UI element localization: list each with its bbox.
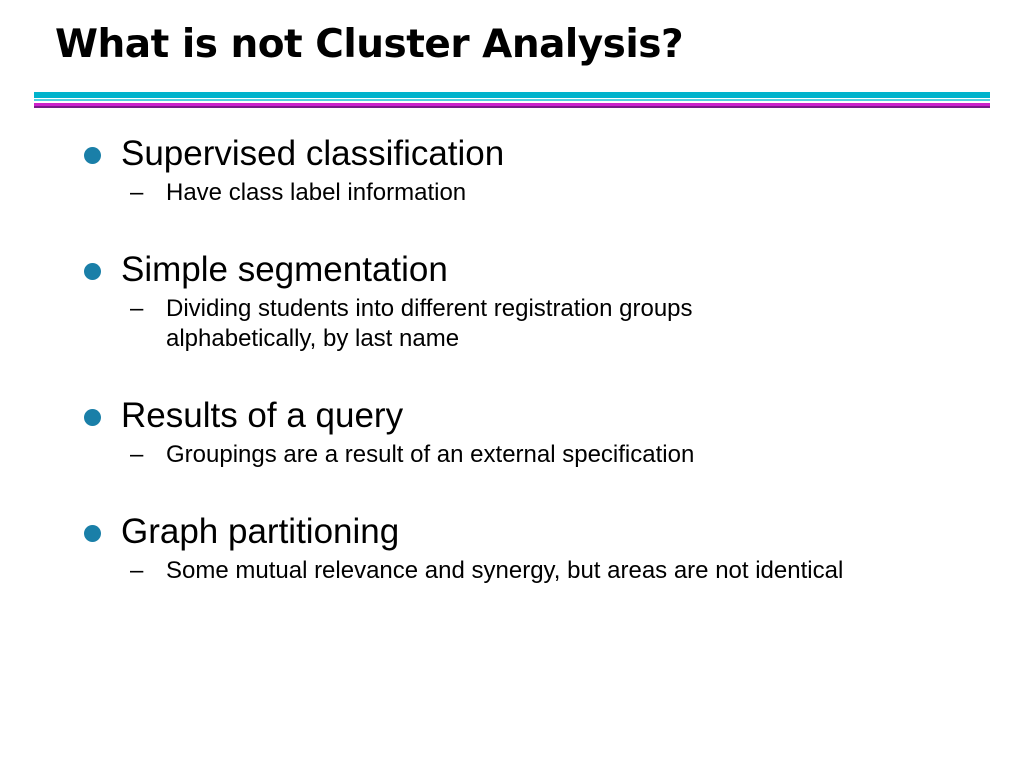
sub-bullet-text: Groupings are a result of an external sp… — [166, 441, 695, 468]
bullet-row: Supervised classification — [84, 132, 984, 176]
sub-bullet-dash: – — [130, 441, 144, 468]
bullet-dot-icon — [84, 409, 101, 426]
title-underline-light-cyan — [34, 99, 990, 101]
bullet-text: Results of a query — [121, 396, 404, 435]
sub-bullet-item: – Groupings are a result of an external … — [130, 440, 984, 470]
bullet-row: Results of a query — [84, 394, 984, 438]
bullet-list: Supervised classification – Have class l… — [84, 132, 984, 626]
sub-bullet-item: – Some mutual relevance and synergy, but… — [130, 556, 984, 586]
sub-bullet-text: Some mutual relevance and synergy, but a… — [166, 557, 844, 584]
sub-bullet-list: – Dividing students into different regis… — [130, 294, 984, 354]
sub-bullet-list: – Have class label information — [130, 178, 984, 208]
bullet-dot-icon — [84, 263, 101, 280]
bullet-item: Simple segmentation – Dividing students … — [84, 248, 984, 354]
sub-bullet-dash: – — [130, 179, 144, 206]
sub-bullet-dash: – — [130, 557, 144, 584]
sub-bullet-list: – Groupings are a result of an external … — [130, 440, 984, 470]
title-underline-purple — [34, 106, 990, 108]
bullet-item: Graph partitioning – Some mutual relevan… — [84, 510, 984, 586]
title-underline-magenta — [34, 103, 990, 106]
sub-bullet-dash: – — [130, 295, 144, 322]
sub-bullet-text: Have class label information — [166, 179, 467, 206]
bullet-row: Simple segmentation — [84, 248, 984, 292]
sub-bullet-text: Dividing students into different registr… — [166, 295, 693, 352]
bullet-text: Simple segmentation — [121, 250, 448, 289]
bullet-row: Graph partitioning — [84, 510, 984, 554]
bullet-item: Results of a query – Groupings are a res… — [84, 394, 984, 470]
slide-title: What is not Cluster Analysis? — [55, 22, 684, 67]
bullet-item: Supervised classification – Have class l… — [84, 132, 984, 208]
bullet-dot-icon — [84, 525, 101, 542]
sub-bullet-list: – Some mutual relevance and synergy, but… — [130, 556, 984, 586]
bullet-text: Graph partitioning — [121, 512, 400, 551]
sub-bullet-item: – Have class label information — [130, 178, 984, 208]
bullet-dot-icon — [84, 147, 101, 164]
sub-bullet-item: – Dividing students into different regis… — [130, 294, 984, 354]
bullet-text: Supervised classification — [121, 134, 505, 173]
title-underline-cyan — [34, 92, 990, 98]
